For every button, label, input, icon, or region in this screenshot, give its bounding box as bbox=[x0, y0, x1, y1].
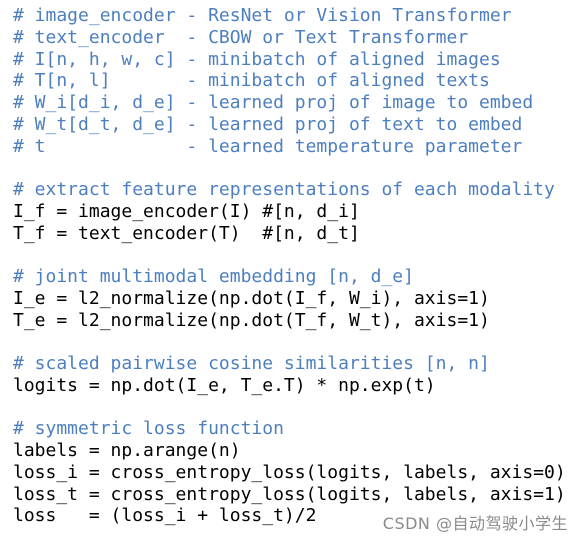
code-line: logits = np.dot(I_e, T_e.T) * np.exp(t) bbox=[13, 374, 436, 396]
blank-line bbox=[13, 244, 566, 266]
code-comment-line: # text_encoder - CBOW or Text Transforme… bbox=[13, 26, 469, 48]
code-line: labels = np.arange(n) bbox=[13, 440, 241, 461]
code-comment-line: # W_t[d_t, d_e] - learned proj of text t… bbox=[13, 113, 523, 135]
code-comment-line: # image_encoder - ResNet or Vision Trans… bbox=[13, 5, 512, 26]
code-comment-line: # T[n, l] - minibatch of aligned texts bbox=[13, 70, 490, 92]
code-comment-line: # extract feature representations of eac… bbox=[13, 179, 555, 200]
code-line: I_e = l2_normalize(np.dot(I_f, W_i), axi… bbox=[13, 287, 490, 309]
code-comment-line: # joint multimodal embedding [n, d_e] bbox=[13, 266, 414, 287]
code-comment-line: # t - learned temperature parameter bbox=[13, 135, 523, 157]
code-comment-line: # scaled pairwise cosine similarities [n… bbox=[13, 353, 490, 374]
code-line: T_e = l2_normalize(np.dot(T_f, W_t), axi… bbox=[13, 309, 490, 331]
code-line: I_f = image_encoder(I) #[n, d_i] bbox=[13, 200, 360, 222]
code-comment-line: # W_i[d_i, d_e] - learned proj of image … bbox=[13, 92, 534, 113]
code-line: loss_t = cross_entropy_loss(logits, labe… bbox=[13, 483, 566, 505]
code-line: loss_i = cross_entropy_loss(logits, labe… bbox=[13, 461, 566, 483]
code-comment-line: # I[n, h, w, c] - minibatch of aligned i… bbox=[13, 48, 501, 70]
code-line: loss = (loss_i + loss_t)/2 bbox=[13, 505, 317, 527]
blank-line bbox=[13, 331, 566, 353]
code-comment-line: # symmetric loss function bbox=[13, 418, 284, 440]
code-block: # image_encoder - ResNet or Vision Trans… bbox=[13, 5, 566, 527]
blank-line bbox=[13, 397, 566, 419]
blank-line bbox=[13, 157, 566, 179]
code-line: T_f = text_encoder(T) #[n, d_t] bbox=[13, 222, 360, 244]
watermark-text: CSDN @自动驾驶小学生 bbox=[382, 514, 568, 533]
